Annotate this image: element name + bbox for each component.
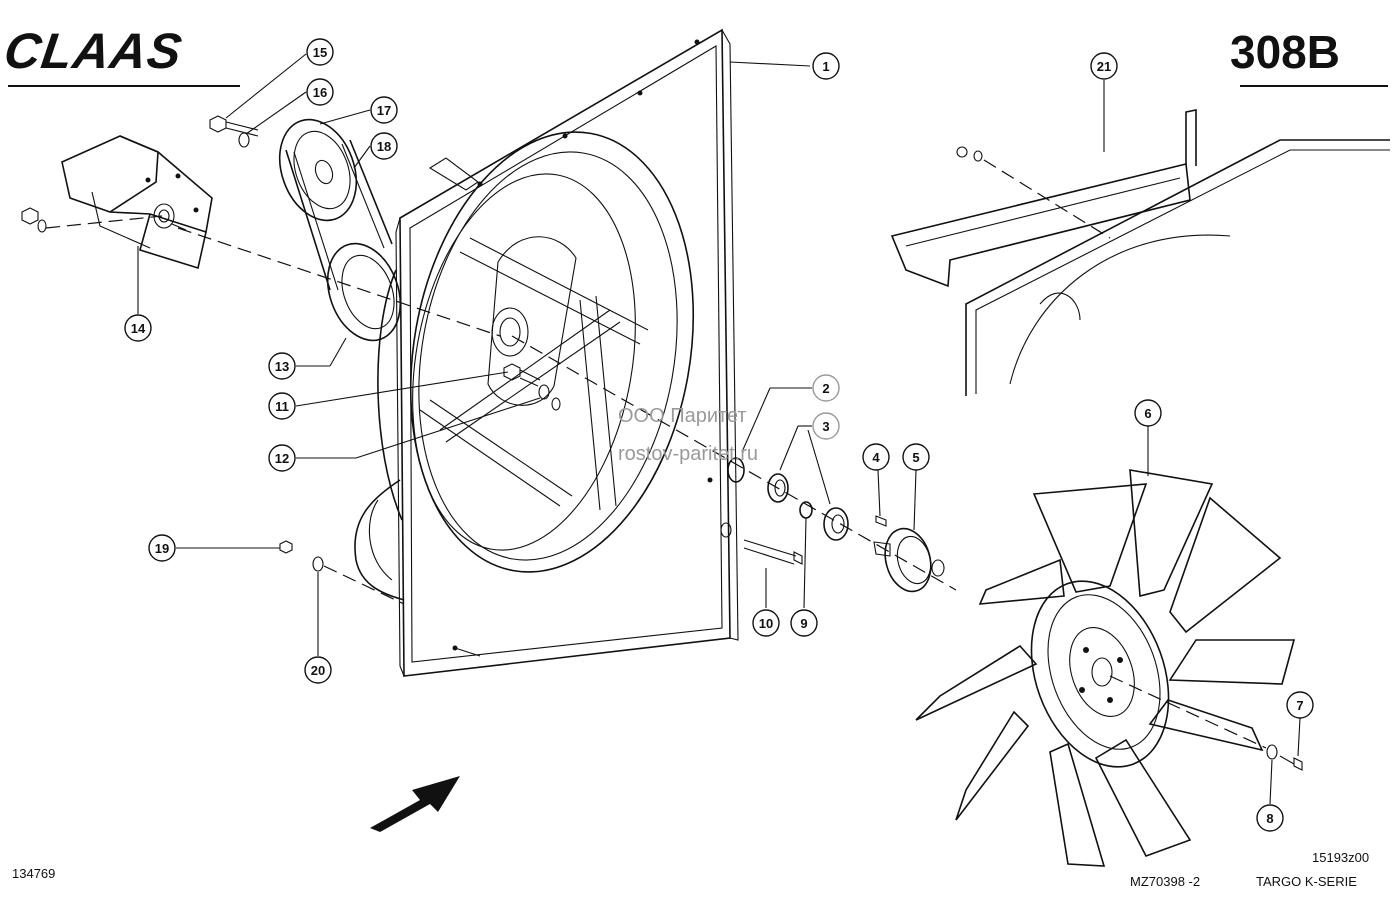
callout-2: 2 (741, 374, 840, 453)
svg-text:16: 16 (313, 85, 327, 100)
callout-20: 20 (304, 572, 332, 684)
svg-text:11: 11 (275, 399, 289, 414)
callout-12: 12 (268, 397, 541, 472)
svg-text:5: 5 (912, 450, 919, 465)
footer-series: TARGO K-SERIE (1256, 874, 1357, 889)
callout-14: 14 (124, 246, 152, 342)
svg-text:12: 12 (275, 451, 289, 466)
watermark-company: ООО Паритет (618, 405, 747, 427)
bolt-11-washer-12 (503, 363, 561, 411)
svg-text:19: 19 (155, 541, 169, 556)
svg-text:9: 9 (800, 616, 807, 631)
callout-15: 15 (225, 38, 334, 119)
nut-19-washer-20 (279, 540, 405, 605)
footer-drawing-code: 15193z00 (1312, 850, 1369, 865)
nut-washer-left (21, 207, 163, 233)
callout-11: 11 (268, 371, 509, 420)
hydraulic-motor (61, 135, 213, 270)
svg-text:13: 13 (275, 359, 289, 374)
watermark-url: rostov-paritet.ru (618, 443, 758, 465)
belt-drive (177, 118, 501, 342)
direction-arrow (370, 776, 460, 832)
callout-21: 21 (1090, 52, 1118, 152)
svg-text:7: 7 (1296, 698, 1303, 713)
callout-6: 6 (1134, 399, 1162, 476)
svg-text:3: 3 (822, 419, 829, 434)
svg-text:20: 20 (311, 663, 325, 678)
callout-16: 16 (245, 78, 334, 135)
hub-parts (511, 335, 957, 593)
bolt-10 (720, 522, 803, 565)
callout-10: 10 (752, 568, 780, 637)
svg-text:14: 14 (131, 321, 146, 336)
callout-7: 7 (1286, 691, 1314, 757)
callouts: 1 2 3 4 5 6 (124, 38, 1314, 832)
fan-shroud (354, 28, 739, 677)
callout-18: 18 (353, 132, 398, 169)
callout-3: 3 (779, 412, 840, 505)
svg-text:8: 8 (1266, 811, 1273, 826)
callout-9: 9 (790, 517, 818, 637)
header: CLAAS 308B (1, 23, 1388, 87)
screw-15 (209, 115, 259, 148)
svg-text:10: 10 (759, 616, 773, 631)
svg-text:15: 15 (313, 45, 327, 60)
callout-19: 19 (148, 534, 280, 562)
svg-text:18: 18 (377, 139, 391, 154)
callout-5: 5 (902, 443, 930, 531)
svg-text:17: 17 (377, 103, 391, 118)
footer-mz-code: MZ70398 -2 (1130, 874, 1200, 889)
brand-logo: CLAAS (1, 23, 186, 79)
svg-text:4: 4 (872, 450, 880, 465)
svg-text:21: 21 (1097, 59, 1111, 74)
svg-text:2: 2 (822, 381, 829, 396)
callout-13: 13 (268, 337, 347, 380)
callout-1: 1 (729, 52, 840, 80)
footer-left-code: 134769 (12, 866, 55, 881)
callout-17: 17 (319, 96, 398, 125)
svg-text:6: 6 (1144, 406, 1151, 421)
screw-7-washer-8 (1109, 675, 1303, 771)
callout-4: 4 (862, 443, 890, 517)
callout-8: 8 (1256, 759, 1284, 832)
page-code: 308B (1230, 26, 1340, 78)
fan-blades (915, 469, 1296, 867)
svg-text:1: 1 (822, 59, 829, 74)
bracket-21-guard (890, 109, 1390, 396)
